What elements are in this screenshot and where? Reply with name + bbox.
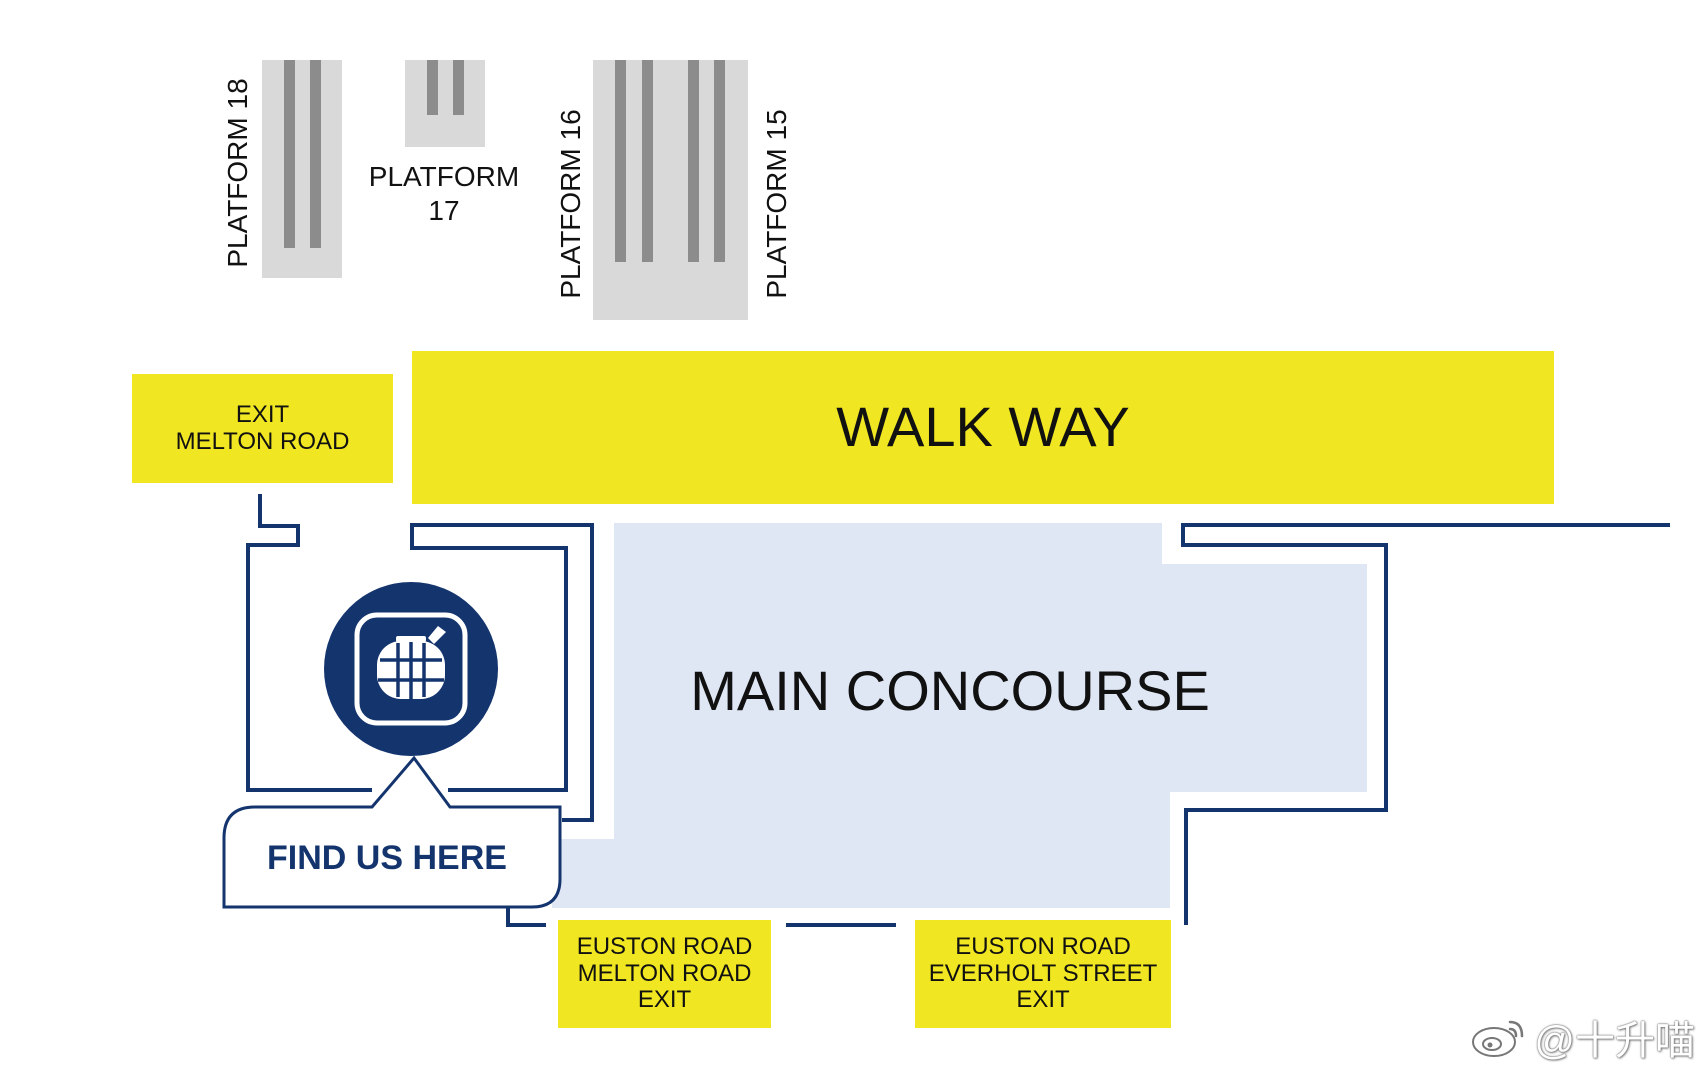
exit-melton-block xyxy=(132,374,393,483)
platform-17-line1: PLATFORM xyxy=(368,161,520,192)
exit-euston-melton-line3: EXIT xyxy=(637,986,692,1014)
exit-euston-melton-line1: EUSTON ROAD xyxy=(576,932,753,960)
main-concourse-label: MAIN CONCOURSE xyxy=(690,659,1210,722)
platform-16-label: PLATFORM 16 xyxy=(555,109,586,299)
exit-euston-everholt-line2: EVERHOLT STREET xyxy=(928,959,1158,987)
exit-euston-melton-line2: MELTON ROAD xyxy=(577,959,752,987)
walkway-block xyxy=(412,351,1554,504)
platform-17 xyxy=(405,60,485,147)
platform-17-label: PLATFORM 17 xyxy=(358,160,530,227)
weibo-logo-icon xyxy=(1472,1020,1524,1057)
walkway-label: WALK WAY xyxy=(412,351,1554,504)
watermark: @十升喵 xyxy=(1470,1008,1695,1066)
exit-euston-everholt-line3: EXIT xyxy=(1016,986,1070,1014)
exit-euston-everholt-block xyxy=(915,920,1171,1028)
walkway-text: WALK WAY xyxy=(836,395,1130,459)
exit-euston-everholt-line1: EUSTON ROAD xyxy=(955,932,1131,960)
find-us-text: FIND US HERE xyxy=(267,838,507,877)
platform-17-line2: 17 xyxy=(428,194,460,226)
platform-18-label: PLATFORM 18 xyxy=(222,78,253,268)
platform-16-15 xyxy=(593,60,748,320)
watermark-text: @十升喵 xyxy=(1534,1019,1695,1063)
main-concourse-area xyxy=(552,523,1367,908)
platform-18 xyxy=(262,60,342,278)
exit-euston-melton-label: EUSTON ROAD MELTON ROAD EXIT xyxy=(558,920,771,1028)
exit-euston-melton-block xyxy=(558,920,771,1028)
exit-melton-line2: MELTON ROAD xyxy=(175,427,350,455)
find-us-callout-bubble xyxy=(222,755,562,909)
station-walls xyxy=(246,494,1670,927)
luggage-globe-icon xyxy=(324,582,498,756)
exit-euston-everholt-label: EUSTON ROAD EVERHOLT STREET EXIT xyxy=(915,920,1171,1028)
find-us-label: FIND US HERE xyxy=(224,818,550,898)
platform-15-label: PLATFORM 15 xyxy=(761,109,792,299)
exit-melton-line1: EXIT xyxy=(235,400,290,428)
exit-melton-label: EXIT MELTON ROAD xyxy=(132,374,393,483)
